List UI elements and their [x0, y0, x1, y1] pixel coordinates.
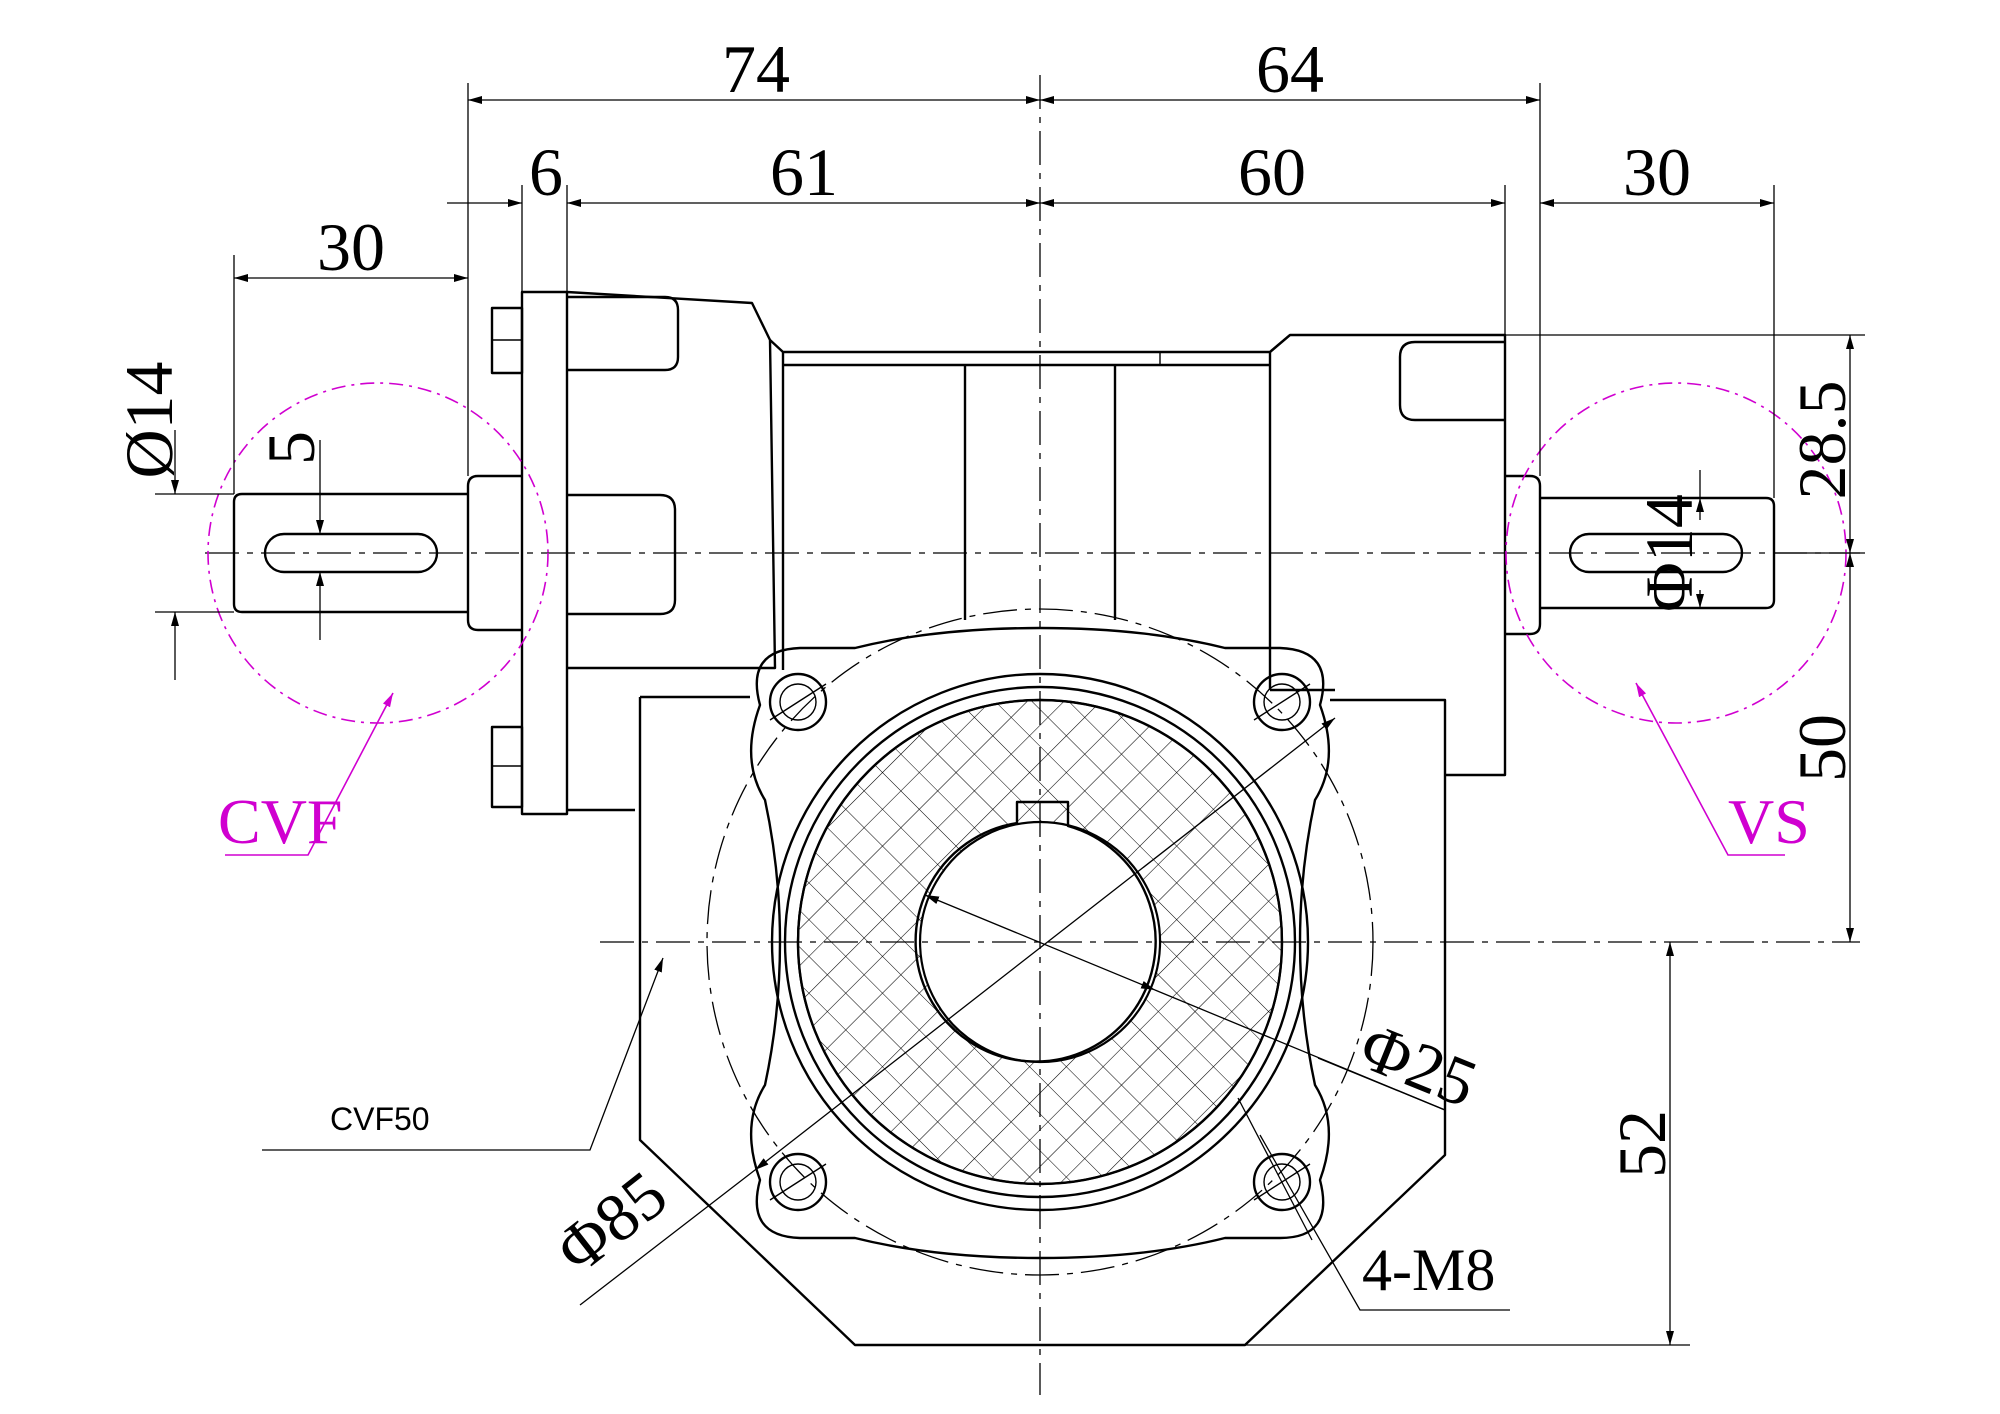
dim-30-right: 30	[1623, 134, 1691, 210]
dim-dia14-right: Φ14	[1631, 494, 1707, 612]
label-cvf50: CVF50	[330, 1101, 430, 1137]
dim-dia14-left: Ø14	[111, 361, 187, 478]
dim-50: 50	[1784, 714, 1860, 782]
label-vs: VS	[1728, 786, 1810, 857]
dim-6: 6	[529, 134, 563, 210]
dim-74: 74	[722, 31, 790, 107]
dim-60: 60	[1238, 134, 1306, 210]
dim-bore-25: Φ25	[1350, 1007, 1488, 1122]
dim-bolt-circle-85: Φ85	[541, 1156, 681, 1288]
dim-30-left: 30	[317, 209, 385, 285]
left-shaft	[232, 474, 522, 632]
label-cvf: CVF	[218, 786, 343, 857]
dim-61: 61	[770, 134, 838, 210]
dim-key-5: 5	[253, 431, 329, 465]
dim-64: 64	[1256, 31, 1324, 107]
dim-4-m8: 4-M8	[1362, 1237, 1495, 1303]
labels: CVF VS CVF50	[218, 786, 1810, 1137]
dimension-lines	[155, 83, 1865, 1346]
dim-28-5: 28.5	[1784, 381, 1860, 500]
dim-52: 52	[1604, 1110, 1680, 1178]
